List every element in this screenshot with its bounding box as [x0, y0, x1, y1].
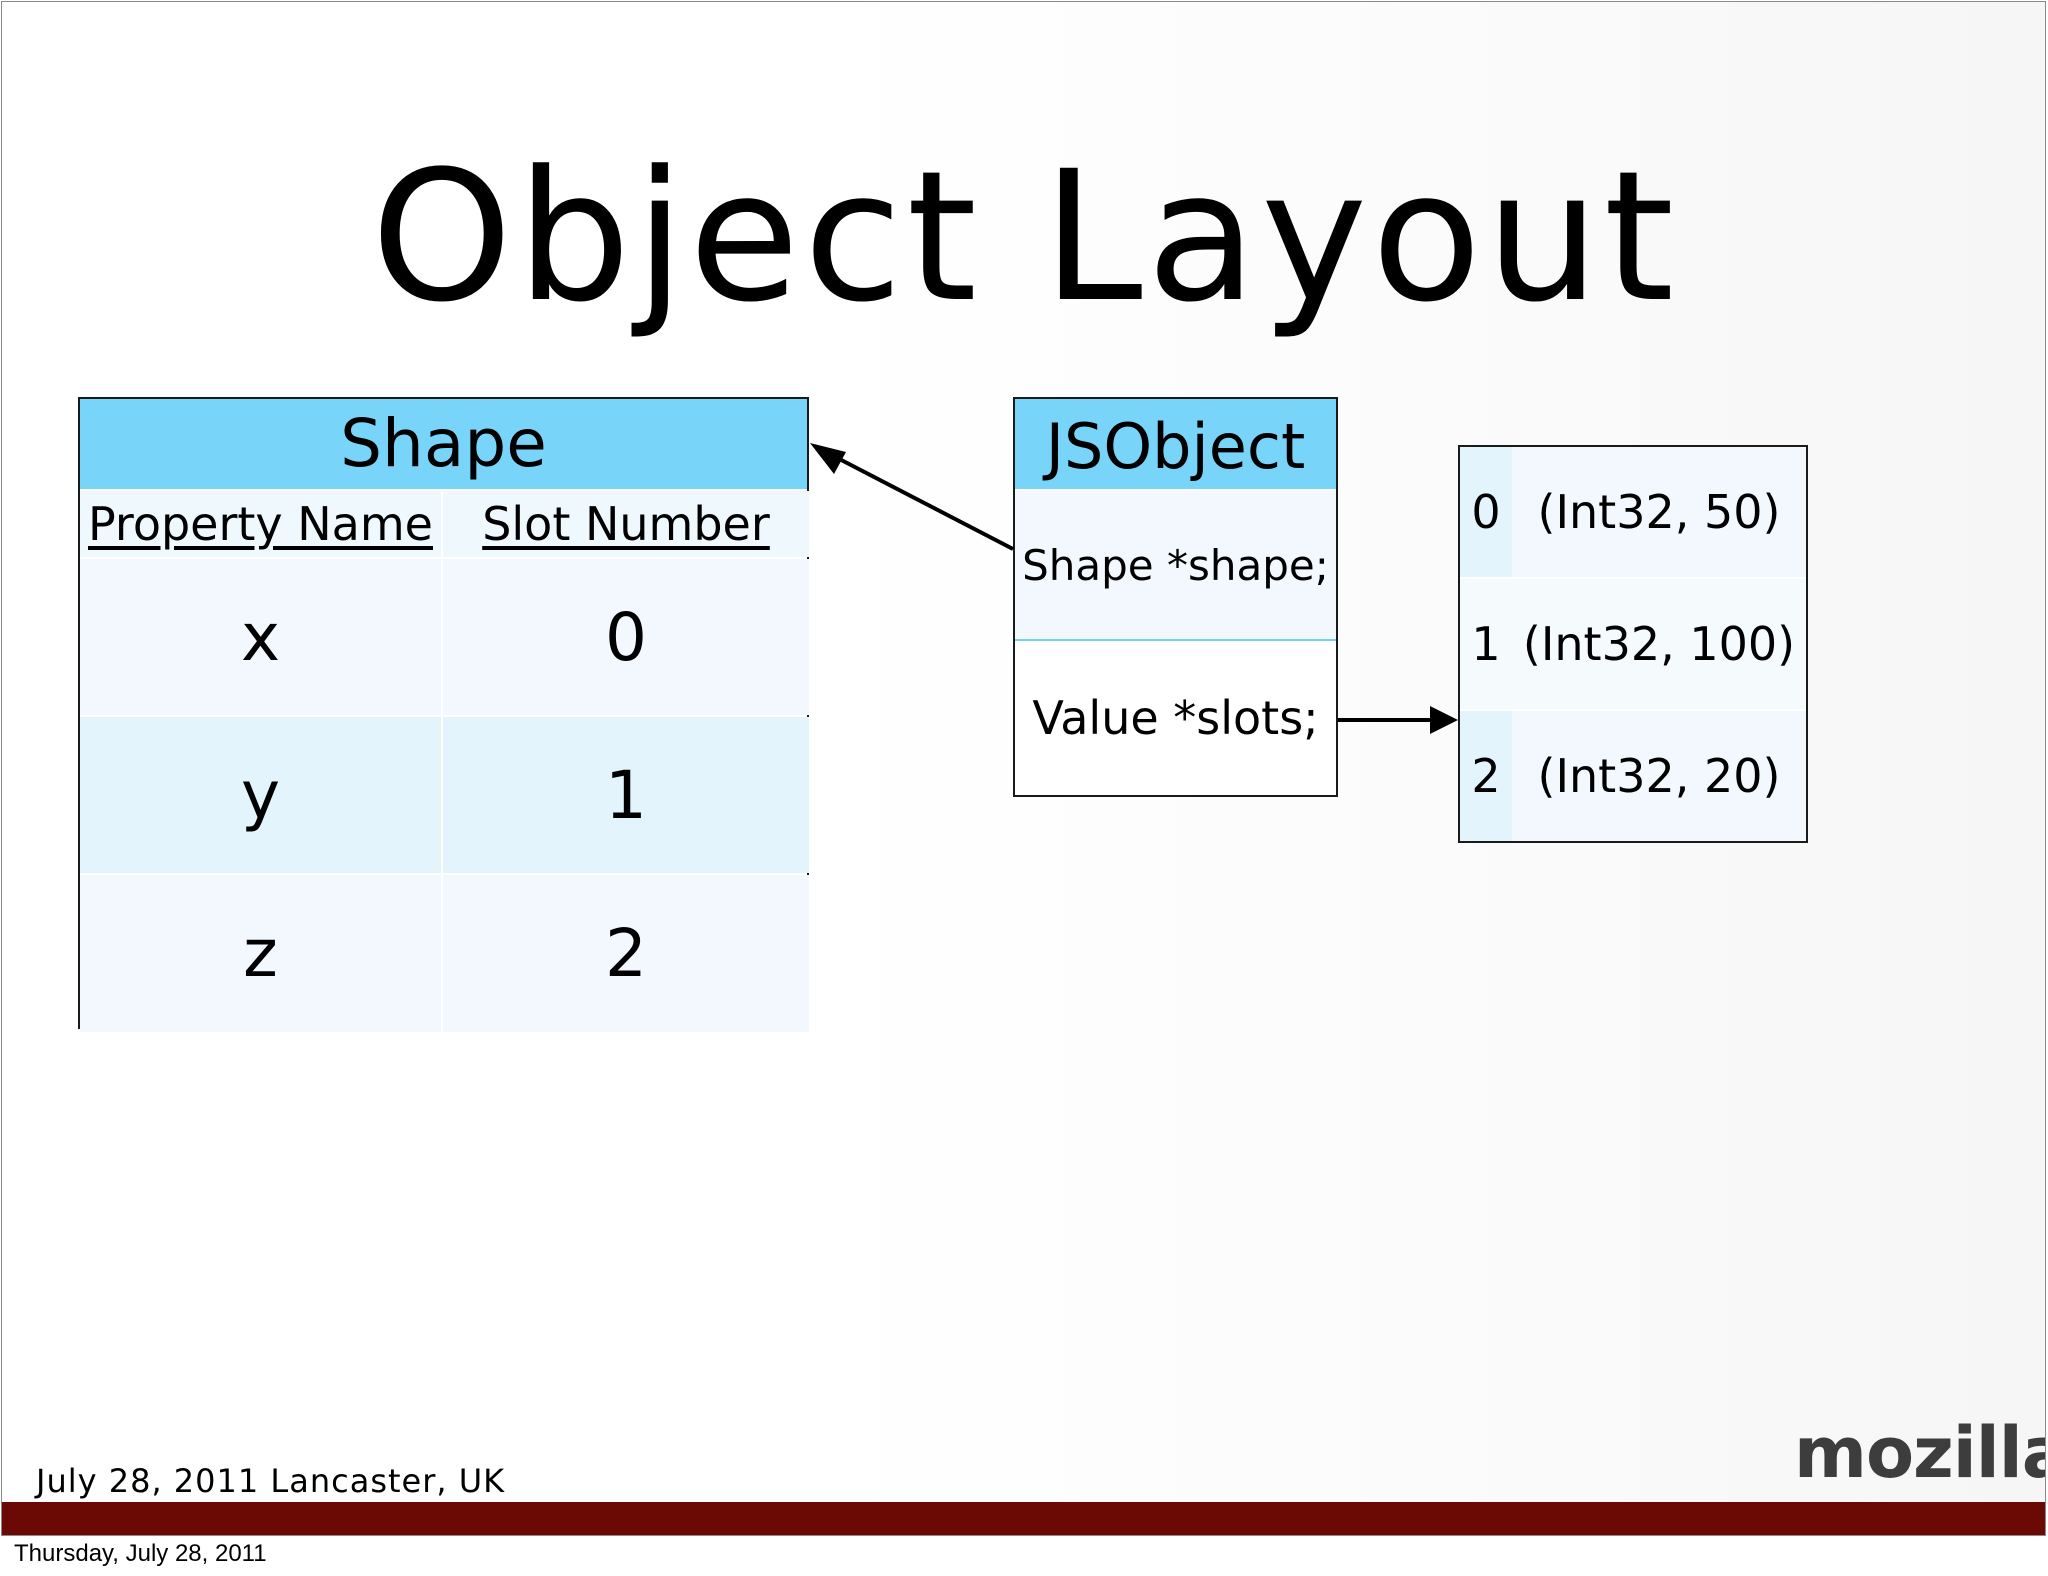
jsobject-box: JSObject Shape *shape; Value *slots;: [1013, 397, 1338, 797]
pointer-arrows: [810, 443, 1458, 734]
slide-title: Object Layout: [370, 133, 1679, 342]
slot-number-cell: 2: [443, 875, 809, 1032]
column-header-slot-number: Slot Number: [443, 491, 809, 557]
slot-index: 2: [1460, 711, 1512, 841]
slot-index: 0: [1460, 447, 1512, 577]
slot-number-cell: 0: [443, 559, 809, 715]
shape-table: Shape Property Name Slot Number x 0 y 1 …: [78, 397, 809, 1032]
slot-number-cell: 1: [443, 717, 809, 873]
slide: Object Layout Shape Property Name Slot N…: [1, 1, 2046, 1536]
column-header-property-name: Property Name: [80, 491, 441, 557]
slot-value: (Int32, 20): [1512, 711, 1806, 841]
print-date: Thursday, July 28, 2011: [14, 1540, 267, 1567]
slot-value: (Int32, 100): [1512, 579, 1806, 709]
slot-row: 0 (Int32, 50): [1460, 447, 1806, 577]
slot-value: (Int32, 50): [1512, 447, 1806, 577]
footer-date-location: July 28, 2011 Lancaster, UK: [36, 1462, 506, 1500]
slots-pointer-arrow: [1338, 706, 1458, 734]
shape-pointer-arrow: [810, 443, 1014, 551]
property-name-cell: x: [80, 559, 441, 715]
jsobject-shape-field: Shape *shape;: [1015, 491, 1336, 641]
jsobject-slots-field: Value *slots;: [1015, 641, 1336, 795]
slot-row: 2 (Int32, 20): [1460, 711, 1806, 841]
slot-row: 1 (Int32, 100): [1460, 579, 1806, 709]
property-name-cell: z: [80, 875, 441, 1032]
shape-table-title: Shape: [80, 399, 807, 489]
property-name-cell: y: [80, 717, 441, 873]
footer-bar: [2, 1502, 2045, 1535]
jsobject-title: JSObject: [1015, 399, 1336, 489]
mozilla-logo: mozilla: [1794, 1412, 2046, 1494]
slot-index: 1: [1460, 579, 1512, 709]
slots-array: 0 (Int32, 50) 1 (Int32, 100) 2 (Int32, 2…: [1458, 445, 1808, 843]
shape-table-grid: Property Name Slot Number x 0 y 1 z 2: [80, 491, 809, 1032]
